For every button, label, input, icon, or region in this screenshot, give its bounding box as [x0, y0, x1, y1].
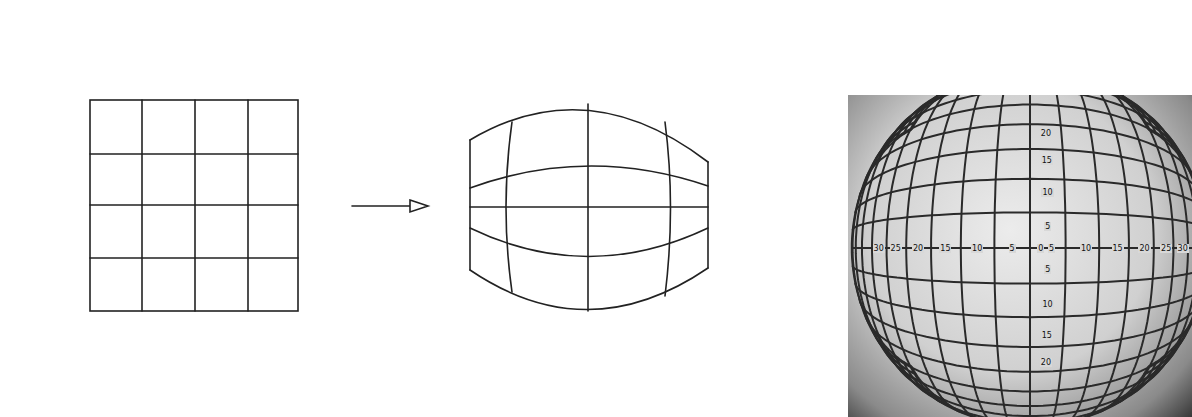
grid-line	[860, 299, 1192, 347]
grid-line	[853, 266, 1192, 284]
grid-line	[1144, 122, 1192, 375]
grid-line	[994, 95, 1012, 417]
scale-number: 30	[1177, 244, 1189, 253]
scale-number: 20	[1138, 244, 1150, 253]
grid-line	[912, 366, 1149, 417]
grid-line	[860, 149, 1192, 197]
grid-line	[855, 283, 1192, 317]
grid-line	[1148, 130, 1192, 367]
scale-number: 15	[1041, 331, 1053, 340]
grid-line	[887, 348, 1173, 416]
scale-number: 15	[1041, 156, 1053, 165]
scale-number: 30	[873, 244, 885, 253]
grid-line	[1048, 95, 1066, 417]
grid-line	[1121, 97, 1189, 399]
scale-number: 5	[1009, 244, 1016, 253]
scale-number: 25	[1160, 244, 1172, 253]
scale-number: 15	[939, 244, 951, 253]
scale-number: 10	[1080, 244, 1092, 253]
scale-number: 5	[1044, 265, 1051, 274]
grid-line	[853, 212, 1192, 230]
scale-number: 5	[1044, 222, 1051, 231]
grid-line	[879, 339, 1181, 407]
scale-number: 20	[1040, 358, 1052, 367]
grid-line	[1138, 113, 1192, 382]
grid-line	[865, 314, 1192, 372]
scale-number: 20	[912, 244, 924, 253]
scale-number: 0	[1037, 244, 1044, 253]
grid-line	[895, 356, 1164, 417]
scale-number: 10	[1041, 300, 1053, 309]
grid-line	[904, 362, 1157, 417]
grid-line	[1029, 95, 1031, 417]
scale-number: 20	[1040, 129, 1052, 138]
grid-line	[1130, 105, 1192, 391]
scale-number: 25	[890, 244, 902, 253]
scale-number: 15	[1112, 244, 1124, 253]
grid-line	[855, 179, 1192, 213]
scale-number: 10	[1041, 188, 1053, 197]
scale-number: 10	[971, 244, 983, 253]
scale-number: 5	[1048, 244, 1055, 253]
